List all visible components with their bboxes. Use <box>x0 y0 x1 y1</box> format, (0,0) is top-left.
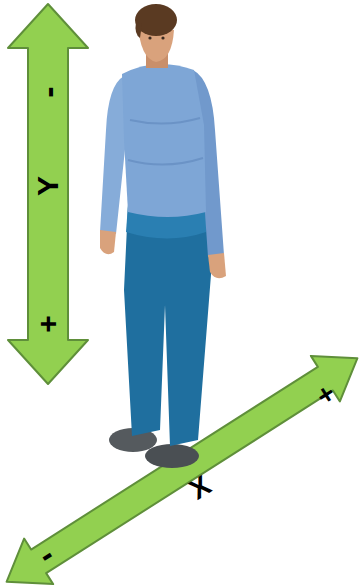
y-axis-arrow <box>8 4 88 384</box>
axis-name: X <box>185 471 216 505</box>
axis-sign: - <box>31 86 65 97</box>
axis-name: Y <box>33 176 63 196</box>
axis-sign: + <box>33 315 63 333</box>
